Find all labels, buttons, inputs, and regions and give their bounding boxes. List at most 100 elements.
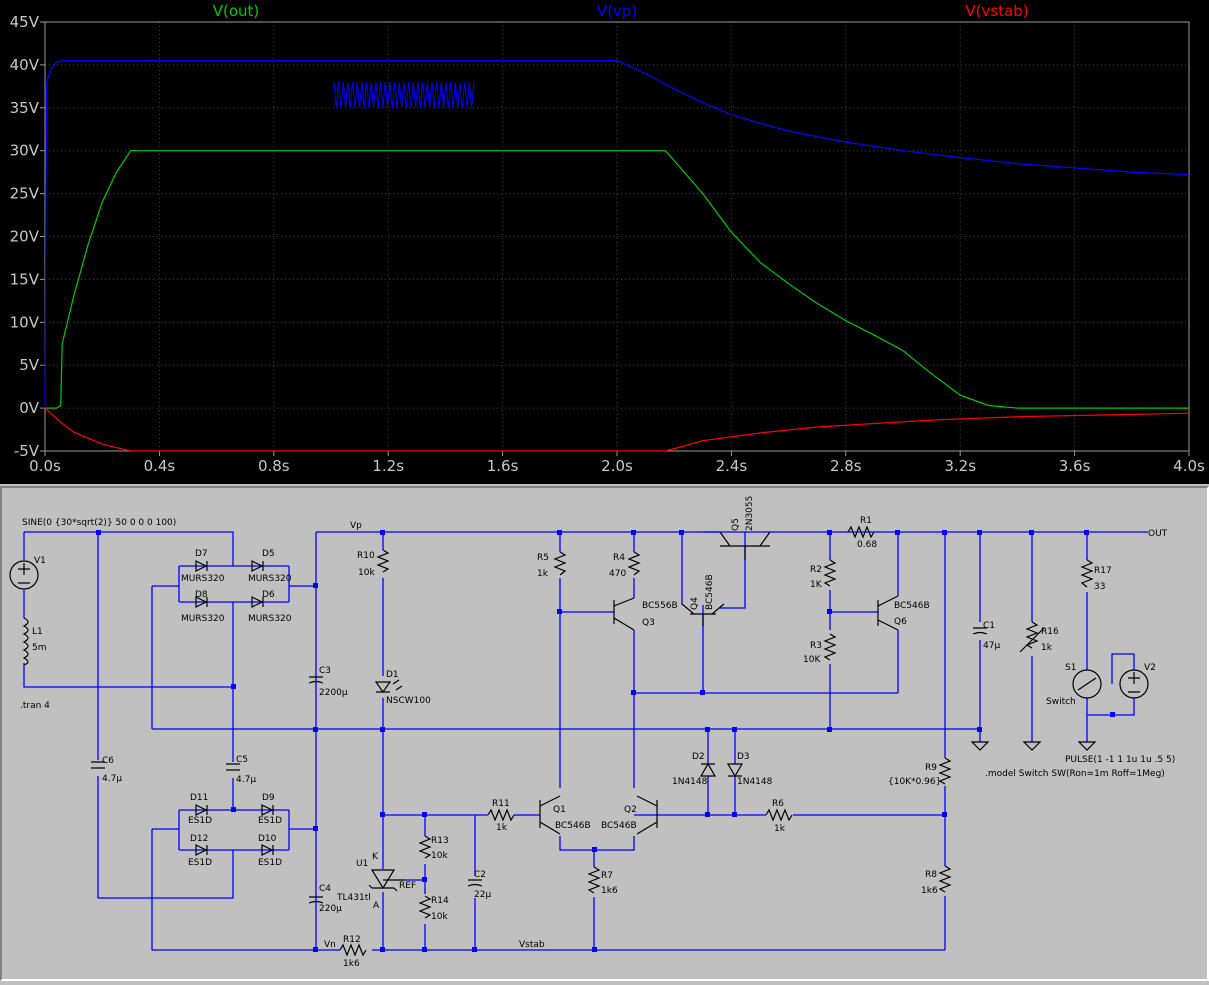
capacitor-c3-symbol bbox=[308, 676, 324, 684]
d3-name-label: D3 bbox=[737, 752, 750, 762]
q3-value-label: BC556B bbox=[642, 601, 678, 611]
c2-value-label: 22µ bbox=[474, 890, 491, 900]
schematic-drawing[interactable]: SINE(0 {30*sqrt(2)} 50 0 0 0 100) V1 L1 … bbox=[0, 486, 1209, 981]
resistor-r1-symbol bbox=[847, 525, 875, 539]
resistor-r16-symbol bbox=[1019, 621, 1045, 653]
r12-name-label: R12 bbox=[343, 935, 361, 945]
d9-value-label: ES1D bbox=[258, 816, 282, 826]
r5-name-label: R5 bbox=[537, 553, 549, 563]
diode-d5-symbol bbox=[251, 560, 264, 572]
c6-value-label: 4.7µ bbox=[102, 774, 122, 784]
schematic-frame bbox=[0, 486, 1209, 981]
q6-value-label: BC546B bbox=[894, 601, 930, 611]
pin-k-label: K bbox=[372, 852, 379, 862]
transistor-q2-symbol bbox=[636, 795, 658, 835]
x-tick-label: 0.8s bbox=[258, 457, 290, 475]
q1-name-label: Q1 bbox=[553, 805, 566, 815]
u1-value-label: TL431tl bbox=[336, 893, 371, 903]
s1-name-label: S1 bbox=[1065, 663, 1076, 673]
x-tick-label: 1.2s bbox=[372, 457, 404, 475]
y-tick-label: 5V bbox=[19, 356, 40, 374]
c3-name-label: C3 bbox=[319, 666, 331, 676]
plot-legend: V(out)V(vp)V(vstab) bbox=[213, 2, 1029, 20]
r4-name-label: R4 bbox=[613, 553, 625, 563]
v1-name-label: V1 bbox=[34, 556, 46, 566]
r5-value-label: 1k bbox=[537, 569, 549, 579]
r9-name-label: R9 bbox=[925, 763, 937, 773]
x-tick-label: 1.6s bbox=[487, 457, 519, 475]
y-tick-label: 35V bbox=[10, 99, 40, 117]
resistor-r7-symbol bbox=[587, 866, 601, 894]
plot-traces bbox=[44, 60, 1190, 452]
r8-value-label: 1k6 bbox=[921, 886, 938, 896]
labels: SINE(0 {30*sqrt(2)} 50 0 0 0 100) V1 L1 … bbox=[20, 496, 1175, 969]
ground-symbol bbox=[1022, 741, 1042, 751]
legend-entry: V(out) bbox=[213, 2, 260, 20]
d1-name-label: D1 bbox=[386, 670, 399, 680]
y-tick-label: 10V bbox=[10, 313, 40, 331]
trace-v-vp- bbox=[44, 60, 1190, 409]
d2-name-label: D2 bbox=[692, 752, 705, 762]
r13-value-label: 10k bbox=[431, 851, 448, 861]
y-tick-label: 30V bbox=[10, 142, 40, 160]
r9-value-label: {10K*0.96} bbox=[888, 777, 941, 787]
diode-d7-symbol bbox=[195, 560, 208, 572]
capacitor-c5-symbol bbox=[226, 763, 240, 771]
l1-value-label: 5m bbox=[32, 643, 47, 653]
y-tick-label: 20V bbox=[10, 228, 40, 246]
shunt-reg-u1-symbol bbox=[368, 869, 405, 892]
q4-name-label: Q4 bbox=[690, 597, 700, 610]
x-tick-label: 2.8s bbox=[830, 457, 862, 475]
x-tick-label: 2.4s bbox=[716, 457, 748, 475]
schematic-pane[interactable]: SINE(0 {30*sqrt(2)} 50 0 0 0 100) V1 L1 … bbox=[0, 486, 1209, 981]
q6-name-label: Q6 bbox=[894, 617, 907, 627]
c4-value-label: 220µ bbox=[319, 904, 342, 914]
resistor-r11-symbol bbox=[487, 808, 515, 822]
r7-name-label: R7 bbox=[601, 871, 613, 881]
diode-d6-symbol bbox=[251, 596, 264, 608]
transistor-q3-symbol bbox=[613, 597, 635, 631]
y-tick-label: -5V bbox=[14, 442, 40, 460]
c5-name-label: C5 bbox=[236, 755, 248, 765]
d5-value-label: MURS320 bbox=[248, 574, 292, 584]
r3-name-label: R3 bbox=[810, 641, 822, 651]
d6-name-label: D6 bbox=[262, 590, 275, 600]
d3-value-label: 1N4148 bbox=[737, 777, 773, 787]
q1-value-label: BC546B bbox=[555, 821, 591, 831]
trace-v-vstab- bbox=[44, 407, 1190, 452]
r6-value-label: 1k bbox=[774, 824, 786, 834]
r11-name-label: R11 bbox=[492, 799, 510, 809]
r16-value-label: 1k bbox=[1041, 643, 1053, 653]
diode-d11-symbol bbox=[195, 804, 208, 816]
y-tick-label: 40V bbox=[10, 56, 40, 74]
u1-name-label: U1 bbox=[356, 859, 368, 869]
net-vp-label: Vp bbox=[350, 521, 362, 531]
d8-value-label: MURS320 bbox=[181, 614, 225, 624]
transistor-q1-symbol bbox=[539, 795, 561, 835]
r14-value-label: 10k bbox=[431, 912, 448, 922]
resistor-r4-symbol bbox=[627, 551, 641, 576]
resistor-r3-symbol bbox=[823, 633, 837, 661]
resistor-r9-symbol bbox=[938, 757, 952, 785]
trace-vp-oscillation bbox=[333, 82, 475, 108]
net-out-label: OUT bbox=[1148, 529, 1168, 539]
diode-d10-symbol bbox=[261, 844, 274, 856]
y-tick-label: 25V bbox=[10, 185, 40, 203]
q5-name-label: Q5 bbox=[731, 518, 741, 531]
d11-name-label: D11 bbox=[190, 793, 208, 803]
c1-name-label: C1 bbox=[983, 621, 995, 631]
d5-name-label: D5 bbox=[262, 549, 275, 559]
r3-value-label: 10K bbox=[803, 655, 821, 665]
resistor-r10-symbol bbox=[376, 549, 390, 573]
r13-name-label: R13 bbox=[431, 836, 449, 846]
r8-name-label: R8 bbox=[925, 870, 937, 880]
x-tick-label: 0.0s bbox=[29, 457, 61, 475]
r6-name-label: R6 bbox=[772, 799, 784, 809]
diode-d12-symbol bbox=[195, 844, 208, 856]
legend-entry: V(vp) bbox=[597, 2, 637, 20]
r7-value-label: 1k6 bbox=[601, 886, 618, 896]
s1-value-label: Switch bbox=[1046, 697, 1076, 707]
y-tick-label: 15V bbox=[10, 270, 40, 288]
